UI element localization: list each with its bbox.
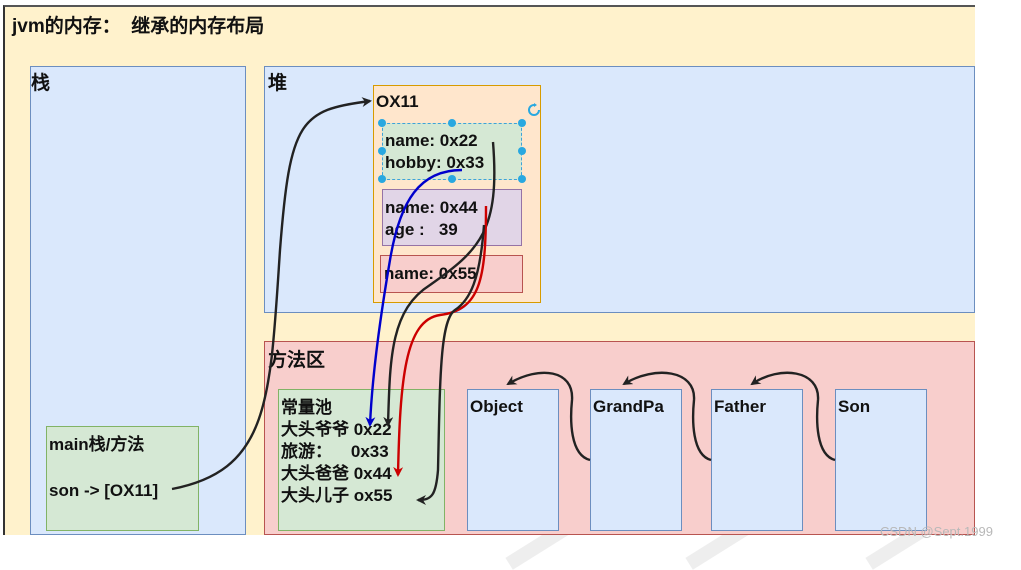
heap-label: 堆	[268, 73, 288, 94]
grandpa-field-name: name: 0x22	[385, 131, 478, 150]
class-father-label: Father	[714, 397, 766, 416]
class-object-label: Object	[470, 397, 523, 416]
constant-entry: 大头爷爷 0x22	[281, 420, 392, 439]
resize-handle[interactable]	[378, 175, 386, 183]
son-field-name: name: 0x55	[384, 264, 477, 283]
rotate-handle-icon[interactable]	[527, 103, 541, 117]
class-grandpa-label: GrandPa	[593, 397, 664, 416]
father-field-age: age : 39	[385, 220, 458, 239]
resize-handle[interactable]	[518, 147, 526, 155]
resize-handle[interactable]	[378, 147, 386, 155]
class-son-box	[835, 389, 927, 531]
diagram-title: jvm的内存： 继承的内存布局	[12, 16, 265, 37]
constant-entry: 旅游： 0x33	[281, 442, 389, 461]
main-frame-title: main栈/方法	[49, 435, 145, 454]
resize-handle[interactable]	[518, 175, 526, 183]
heap-area	[264, 66, 975, 313]
method-area-label: 方法区	[268, 350, 326, 371]
constant-entry: 大头爸爸 0x44	[281, 464, 392, 483]
watermark: CSDN @Sept.1999	[880, 524, 993, 539]
resize-handle[interactable]	[378, 119, 386, 127]
son-reference: son -> [OX11]	[49, 481, 159, 500]
constant-pool-title: 常量池	[281, 398, 332, 417]
object-address: OX11	[376, 92, 419, 111]
father-field-name: name: 0x44	[385, 198, 478, 217]
resize-handle[interactable]	[448, 119, 456, 127]
constant-entry: 大头儿子 ox55	[281, 486, 393, 505]
resize-handle[interactable]	[448, 175, 456, 183]
grandpa-field-hobby: hobby: 0x33	[385, 153, 485, 172]
stack-label: 栈	[31, 73, 51, 94]
resize-handle[interactable]	[518, 119, 526, 127]
class-son-label: Son	[838, 397, 871, 416]
